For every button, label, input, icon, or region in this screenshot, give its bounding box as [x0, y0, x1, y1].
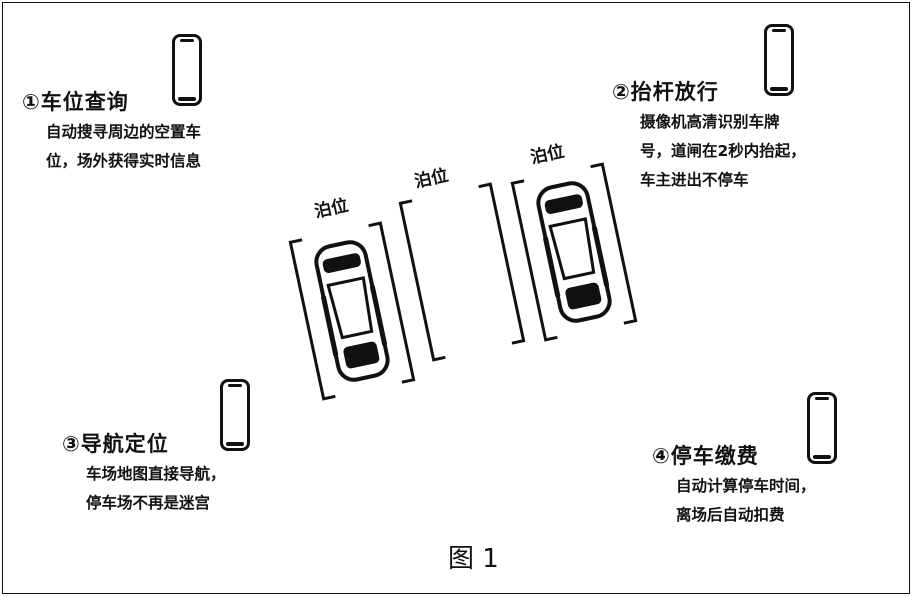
step-2-title: ②抬杆放行 [612, 80, 719, 104]
step-3-title: ③导航定位 [62, 432, 169, 456]
phone-icon [807, 392, 837, 464]
step-2-description: 摄像机高清识别车牌 号，道闸在2秒内抬起， 车主进出不停车 [640, 108, 806, 195]
car-icon [314, 240, 390, 382]
phone-icon [764, 24, 794, 96]
step-3-line-1: 车场地图直接导航， [86, 465, 226, 483]
parking-spot-2 [398, 182, 526, 362]
step-1-title: ①车位查询 [22, 90, 129, 114]
step-2-line-1: 摄像机高清识别车牌 [640, 113, 780, 131]
phone-icon [172, 34, 202, 106]
step-4-description: 自动计算停车时间， 离场后自动扣费 [676, 472, 816, 530]
phone-icon [220, 379, 250, 451]
figure-caption: 图 1 [448, 544, 499, 574]
step-2-line-3: 车主进出不停车 [640, 171, 749, 189]
parking-spot-1 [288, 221, 416, 401]
car-icon [536, 181, 612, 323]
step-4-title: ④停车缴费 [652, 444, 759, 468]
step-2-line-2: 号，道闸在2秒内抬起， [640, 142, 806, 160]
step-4-line-2: 离场后自动扣费 [676, 506, 785, 524]
step-4-line-1: 自动计算停车时间， [676, 477, 816, 495]
step-3-line-2: 停车场不再是迷宫 [86, 494, 211, 512]
parking-spot-3 [510, 162, 638, 342]
step-1-description: 自动搜寻周边的空置车 位，场外获得实时信息 [46, 118, 201, 176]
step-3-description: 车场地图直接导航， 停车场不再是迷宫 [86, 460, 226, 518]
step-1-line-1: 自动搜寻周边的空置车 [46, 123, 202, 141]
step-1-line-2: 位，场外获得实时信息 [46, 152, 202, 170]
